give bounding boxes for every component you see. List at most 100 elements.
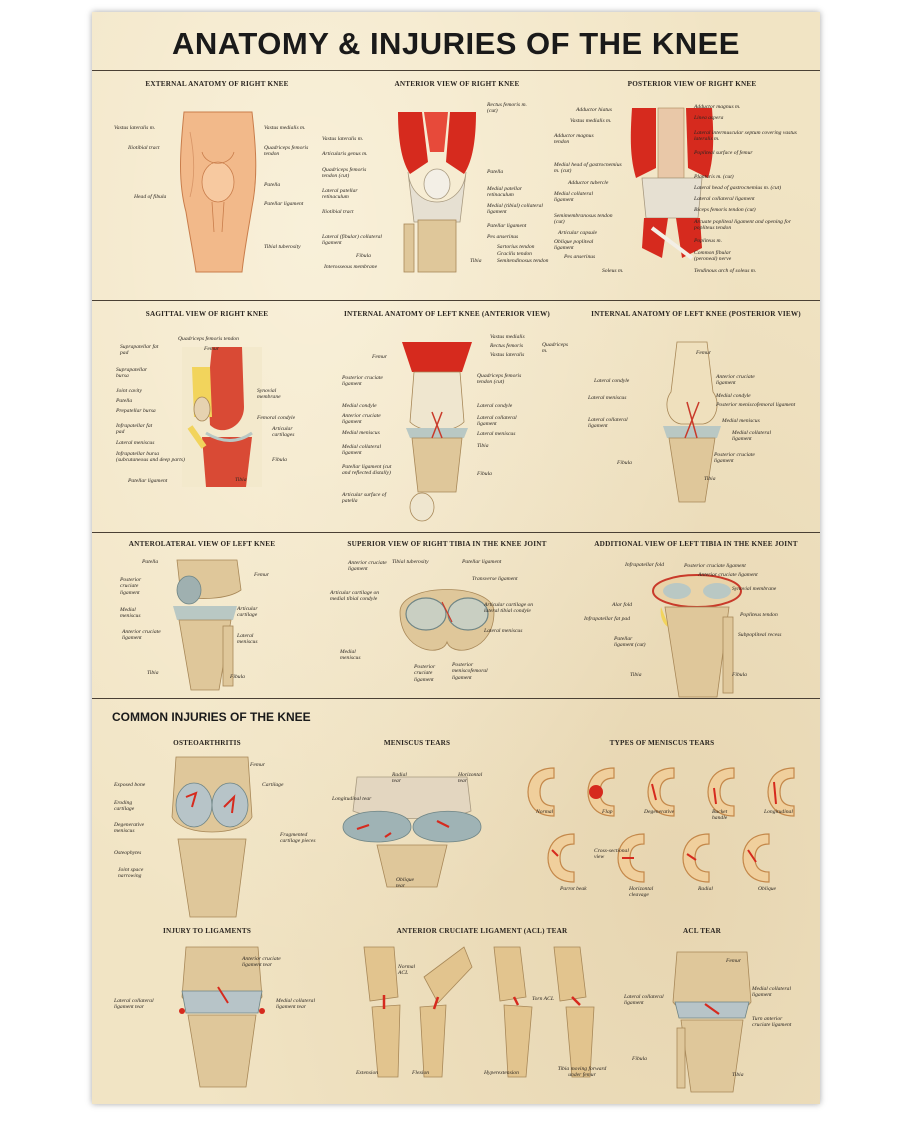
- label-intpost-0: Femur: [696, 350, 711, 356]
- label-posterior-16: Articular capsule: [558, 230, 597, 236]
- label-sup-5: Articular cartilage on lateral tibial co…: [484, 602, 534, 615]
- label-sagittal-15: Patellar ligament: [128, 478, 168, 484]
- label-intant-13: Medial collateral ligament: [342, 444, 381, 457]
- label-sup-3: Transverse ligament: [472, 576, 518, 582]
- heading-superior: SUPERIOR VIEW OF RIGHT TIBIA IN THE KNEE…: [347, 540, 547, 548]
- label-men-2: Longitudinal tear: [332, 796, 372, 802]
- label-posterior-6: Popliteal surface of femur: [694, 150, 753, 156]
- label-intant-15: Patellar ligament (cut and reflected dis…: [342, 464, 392, 477]
- divider: [92, 300, 820, 301]
- label-posterior-10: Lateral head of gastrocnemius m. (cut): [694, 185, 782, 191]
- meniscus-tears-illustration: [342, 776, 482, 888]
- divider: [92, 698, 820, 699]
- label-antlat-7: Tibia: [147, 670, 159, 676]
- anterolateral-illustration: [173, 559, 242, 691]
- label-add-7: Subpopliteal recess: [738, 632, 782, 638]
- label-add-6: Popliteus tendon: [740, 612, 778, 618]
- heading-anterolateral: ANTEROLATERAL VIEW OF LEFT KNEE: [128, 540, 276, 548]
- label-sagittal-9: Infrapatellar fat pad: [116, 423, 153, 436]
- label-external-5: Head of fibula: [134, 194, 167, 200]
- heading-internal-anterior: INTERNAL ANATOMY OF LEFT KNEE (ANTERIOR …: [343, 310, 551, 318]
- label-external-3: Quadriceps femoris tendon: [264, 145, 309, 158]
- label-antlat-0: Patella: [142, 559, 159, 565]
- label-posterior-18: Popliteus m.: [694, 238, 722, 244]
- label-oa-3: Eroding cartilage: [114, 800, 135, 813]
- label-posterior-20: Common fibular (peroneal) nerve: [694, 250, 732, 263]
- label-add-0: Infrapatellar fold: [625, 562, 665, 568]
- internal-anterior-illustration: [402, 342, 472, 522]
- label-intant-8: Lateral condyle: [477, 403, 513, 409]
- label-intant-7: Medial condyle: [342, 403, 377, 409]
- label-anterior-5: Lateral patellar retinaculum: [322, 188, 358, 201]
- label-intpost-8: Medial collateral ligament: [732, 430, 771, 443]
- label-lig-0: Anterior cruciate ligament tear: [242, 956, 281, 969]
- label-posterior-8: Plantaris m. (cut): [694, 174, 734, 180]
- label-intant-6: Quadriceps femoris tendon (cut): [477, 373, 522, 386]
- heading-additional: ADDITIONAL VIEW OF LEFT TIBIA IN THE KNE…: [594, 540, 798, 548]
- label-types-7: Horizontal cleavage: [629, 886, 654, 899]
- label-add-8: Patellar ligament (cut): [614, 636, 646, 649]
- label-anterior-3: Quadriceps femoris tendon (cut): [322, 167, 367, 180]
- label-external-7: Tibial tuberosity: [264, 244, 301, 250]
- label-posterior-15: Arcuate popliteal ligament and opening f…: [694, 219, 791, 232]
- label-acl-2: Extension: [356, 1070, 379, 1076]
- divider: [92, 70, 820, 71]
- label-add-10: Fibula: [732, 672, 747, 678]
- external-knee-illustration: [180, 111, 257, 273]
- label-acl-1: Torn ACL: [532, 996, 554, 1002]
- sagittal-knee-illustration: [182, 347, 262, 487]
- label-intant-3: Quadriceps m.: [542, 342, 569, 355]
- label-posterior-2: Vastus medialis m.: [570, 118, 612, 124]
- label-intant-2: Vastus lateralis: [490, 352, 525, 358]
- label-external-4: Patella: [264, 182, 281, 188]
- label-posterior-9: Adductor tubercle: [568, 180, 609, 186]
- label-sagittal-14: Tibia: [235, 477, 247, 483]
- label-intpost-10: Fibula: [617, 460, 632, 466]
- page-title: ANATOMY & INJURIES OF THE KNEE: [172, 26, 740, 61]
- label-add-9: Tibia: [630, 672, 642, 678]
- label-oa-0: Femur: [250, 762, 265, 768]
- label-acl-0: Normal ACL: [398, 964, 416, 977]
- label-types-5: Cross-sectional view: [594, 848, 629, 861]
- label-antlat-4: Articular cartilage: [237, 606, 258, 619]
- label-anterior-11: Pes anserinus: [487, 234, 519, 240]
- label-antlat-1: Femur: [254, 572, 269, 578]
- heading-acl: ANTERIOR CRUCIATE LIGAMENT (ACL) TEAR: [396, 927, 568, 935]
- label-sagittal-7: Prepatellar bursa: [116, 408, 156, 414]
- label-intant-14: Tibia: [477, 443, 489, 449]
- label-sup-8: Posterior cruciate ligament: [414, 664, 436, 683]
- label-add-1: Posterior cruciate ligament: [684, 563, 746, 569]
- anterior-knee-illustration: [398, 112, 476, 273]
- label-antlat-5: Anterior cruciate ligament: [122, 629, 161, 642]
- label-sagittal-0: Quadriceps femoris tendon: [178, 336, 239, 342]
- label-sup-1: Tibial tuberosity: [392, 559, 429, 565]
- label-anterior-8: Medial (tibial) collateral ligament: [487, 203, 543, 216]
- label-posterior-11: Medial collateral ligament: [554, 191, 593, 204]
- label-sagittal-3: Suprapatellar bursa: [116, 367, 148, 380]
- label-sagittal-11: Lateral meniscus: [116, 440, 155, 446]
- label-types-2: Degenerative: [644, 809, 675, 815]
- label-sagittal-4: Joint cavity: [116, 388, 142, 394]
- label-sagittal-1: Suprapatellar fat pad: [120, 344, 159, 357]
- label-intant-0: Vastus medialis: [490, 334, 525, 340]
- heading-anterior: ANTERIOR VIEW OF RIGHT KNEE: [394, 80, 520, 88]
- label-intant-1: Rectus femoris: [490, 343, 524, 349]
- label-external-0: Vastus lateralis m.: [114, 125, 156, 131]
- label-acltear-1: Lateral collateral ligament: [624, 994, 664, 1007]
- label-intpost-11: Tibia: [704, 476, 716, 482]
- label-sup-9: Posterior meniscofemoral ligament: [452, 662, 488, 681]
- label-acl-4: Hyperextension: [484, 1070, 519, 1076]
- label-antlat-8: Fibula: [230, 674, 245, 680]
- label-posterior-14: Semimembranosus tendon (cut): [554, 213, 613, 226]
- poster: ANATOMY & INJURIES OF THE KNEE EXTERNAL …: [92, 12, 820, 1104]
- label-men-3: Oblique tear: [396, 877, 415, 890]
- label-posterior-13: Biceps femoris tendon (cut): [694, 207, 756, 213]
- label-sagittal-8: Femoral condyle: [257, 415, 296, 421]
- label-types-4: Longitudinal: [764, 809, 793, 815]
- heading-internal-posterior: INTERNAL ANATOMY OF LEFT KNEE (POSTERIOR…: [591, 310, 801, 318]
- label-intant-16: Fibula: [477, 471, 492, 477]
- label-intant-10: Lateral collateral ligament: [477, 415, 517, 428]
- label-men-0: Radial tear: [392, 772, 407, 785]
- label-sagittal-6: Patella: [116, 398, 133, 404]
- label-intant-11: Medial meniscus: [342, 430, 380, 436]
